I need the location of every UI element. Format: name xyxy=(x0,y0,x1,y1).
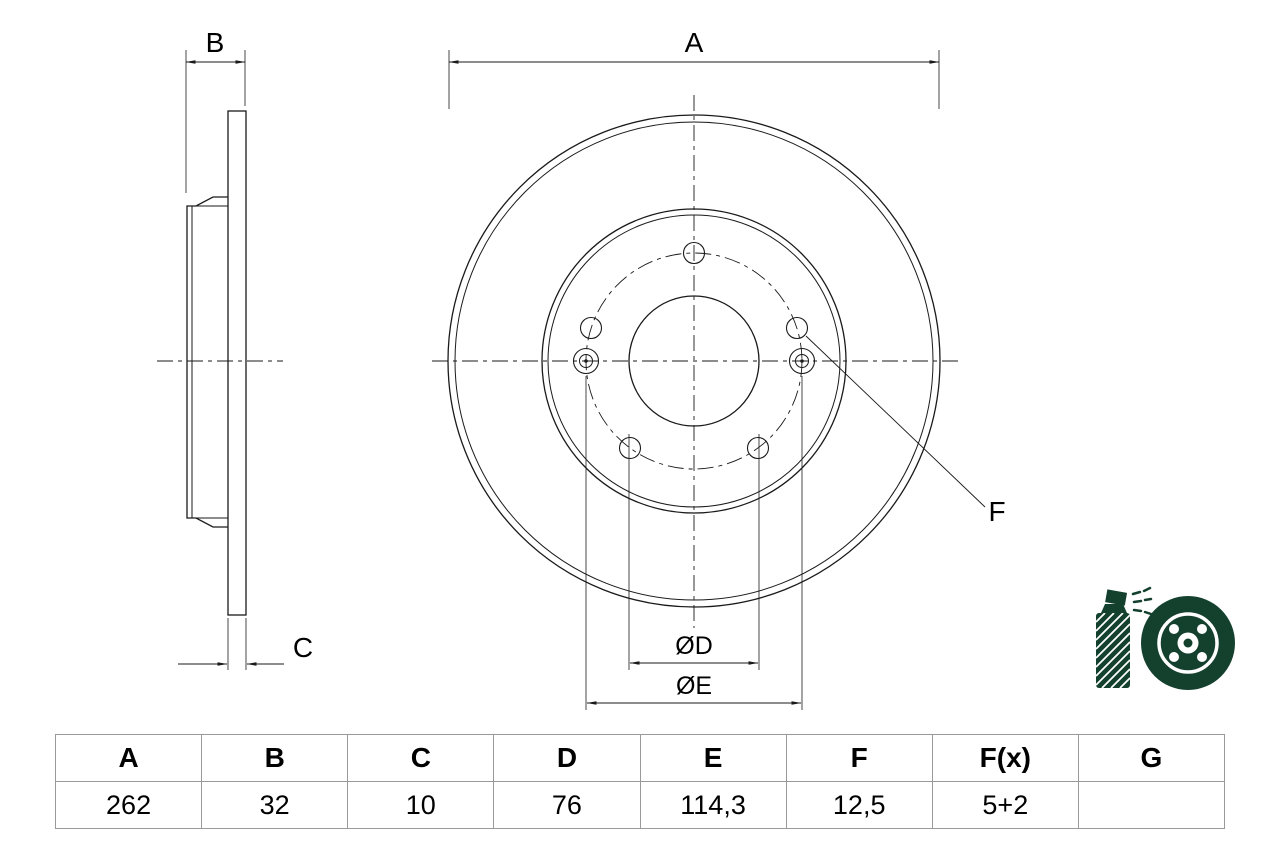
bolt-hole-lower-left xyxy=(618,436,642,460)
bolt-hole-upper-right xyxy=(785,316,809,340)
coating-pictogram xyxy=(1096,586,1235,690)
col-header-a: A xyxy=(54,734,203,782)
dimension-d: ØD xyxy=(628,434,760,670)
hub-profile xyxy=(186,196,228,528)
dimension-a: A xyxy=(448,27,940,109)
dimension-e: ØE xyxy=(585,376,803,710)
brake-disc-icon xyxy=(1141,596,1235,690)
col-header-fx: F(x) xyxy=(931,734,1079,782)
callout-f: F xyxy=(805,335,1006,527)
value-d: 76 xyxy=(493,781,641,829)
dimension-table: A B C D E F F(x) G 262 32 10 76 114,3 12… xyxy=(54,734,1226,829)
dim-d-label: ØD xyxy=(675,632,713,660)
dimension-b: B xyxy=(185,27,246,193)
dim-a-label: A xyxy=(685,27,704,58)
bolt-hole-lower-right xyxy=(746,436,770,460)
col-header-e: E xyxy=(639,734,787,782)
value-fx: 5+2 xyxy=(931,781,1079,829)
spray-can-hatching xyxy=(1096,613,1130,688)
bolt-hole-top xyxy=(682,241,706,265)
table-header-row: A B C D E F F(x) G xyxy=(54,734,1226,782)
value-f: 12,5 xyxy=(785,781,933,829)
dimension-c: C xyxy=(178,618,313,670)
value-b: 32 xyxy=(201,781,349,829)
dim-b-label: B xyxy=(206,27,225,58)
dim-e-label: ØE xyxy=(676,672,712,700)
front-view xyxy=(432,95,958,628)
dim-f-label: F xyxy=(988,496,1005,527)
value-g xyxy=(1077,781,1226,829)
table-value-row: 262 32 10 76 114,3 12,5 5+2 xyxy=(54,781,1226,829)
col-header-f: F xyxy=(785,734,933,782)
value-c: 10 xyxy=(347,781,495,829)
spray-can-icon xyxy=(1096,589,1130,688)
col-header-b: B xyxy=(201,734,349,782)
value-a: 262 xyxy=(54,781,203,829)
col-header-c: C xyxy=(347,734,495,782)
bolt-hole-upper-left xyxy=(579,316,603,340)
col-header-g: G xyxy=(1077,734,1226,782)
f-leader-line xyxy=(805,335,986,508)
side-view xyxy=(157,110,283,616)
dim-c-label: C xyxy=(293,632,313,663)
disc-plate-outline xyxy=(227,110,247,616)
spray-mist xyxy=(1131,586,1153,616)
value-e: 114,3 xyxy=(639,781,787,829)
col-header-d: D xyxy=(493,734,641,782)
technical-drawing: B C A xyxy=(157,27,1235,710)
